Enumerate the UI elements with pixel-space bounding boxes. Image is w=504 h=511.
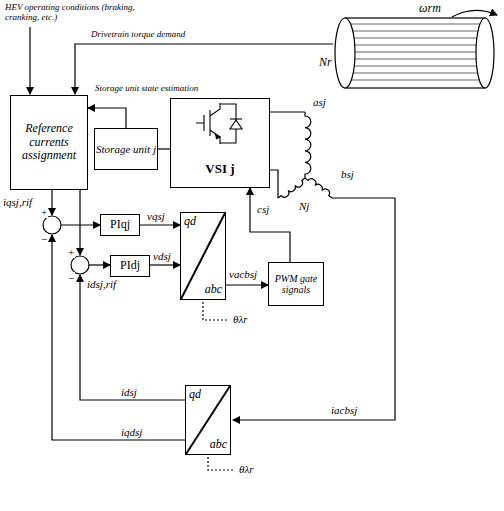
edge-label: vqsj (146, 210, 166, 222)
summing-junction (43, 216, 61, 234)
diagram-label: Drivetrain torque demand (90, 30, 186, 40)
edge-label: idsj,rif (86, 278, 117, 290)
signal-connector (80, 275, 185, 400)
torque-demand-line (75, 44, 333, 94)
signal-connector (52, 235, 185, 440)
current-feedback-wire (233, 198, 395, 420)
edge-label: vdsj (152, 250, 172, 262)
diagram-label: Nr (318, 56, 333, 69)
node-text: qd (189, 388, 201, 402)
signal-connector (158, 149, 170, 150)
edge-label: vacbsj (228, 268, 258, 280)
storage-box: Storage unit j (94, 128, 158, 170)
diagram-label: θλr (232, 313, 248, 325)
signal-connector (226, 285, 268, 286)
igbt-symbol (196, 103, 242, 144)
hev-input-line (29, 27, 30, 94)
diagram-label: Nj (298, 200, 310, 212)
pi-controller: PIqj (100, 214, 140, 236)
node-text: PIdj (120, 259, 140, 273)
angle-line (208, 457, 235, 470)
phase-a-wire (270, 111, 305, 112)
pi-controller: PIdj (110, 255, 150, 277)
transform-box: qd abc (185, 385, 231, 455)
pwm-box: PWM gate signals (268, 262, 324, 306)
angle-line (203, 302, 229, 320)
diagram-label: bsj (340, 168, 355, 180)
inverter-box: VSI j (170, 98, 270, 188)
diagram-label: + (67, 246, 75, 258)
signal-connector (88, 108, 126, 128)
transform-box: qd abc (180, 212, 226, 300)
diagram-label: asj (312, 96, 327, 108)
diagram-label: ωrm (418, 2, 442, 15)
edge-label: Storage unit state estimation (94, 84, 199, 94)
node-text: abc (205, 283, 222, 297)
node-text: Storage unit j (96, 143, 156, 156)
node-text: qd (184, 215, 196, 229)
diagram-label: iacbsj (330, 404, 358, 416)
phase-c-wire (270, 170, 278, 198)
edge-label: iqdsj (120, 426, 143, 438)
diagram-label: csj (256, 203, 270, 215)
diagram-label: HEV operating conditions (braking, crank… (4, 3, 156, 23)
node-text: abc (210, 438, 227, 452)
stator-windings (278, 112, 332, 198)
edge-label: iqsj,rif (2, 196, 33, 208)
signal-connector (52, 190, 100, 225)
rotor (335, 18, 494, 88)
diagram-label: − (40, 233, 48, 245)
diagram-label: − (67, 272, 75, 284)
diagram-label: + (40, 206, 48, 218)
edge-label: idsj (120, 386, 138, 398)
diagram-label: θλr (238, 463, 254, 475)
node-text: VSI j (205, 162, 234, 177)
signal-connector (250, 188, 290, 262)
node-text: PIqj (110, 218, 130, 232)
signal-connector (150, 265, 180, 266)
node-text: PWM gate signals (269, 273, 323, 296)
speed-arrow (452, 10, 497, 17)
reference-box: Reference currents assignment (10, 95, 88, 190)
node-text: Reference currents assignment (11, 122, 87, 163)
signal-connector (140, 225, 180, 226)
